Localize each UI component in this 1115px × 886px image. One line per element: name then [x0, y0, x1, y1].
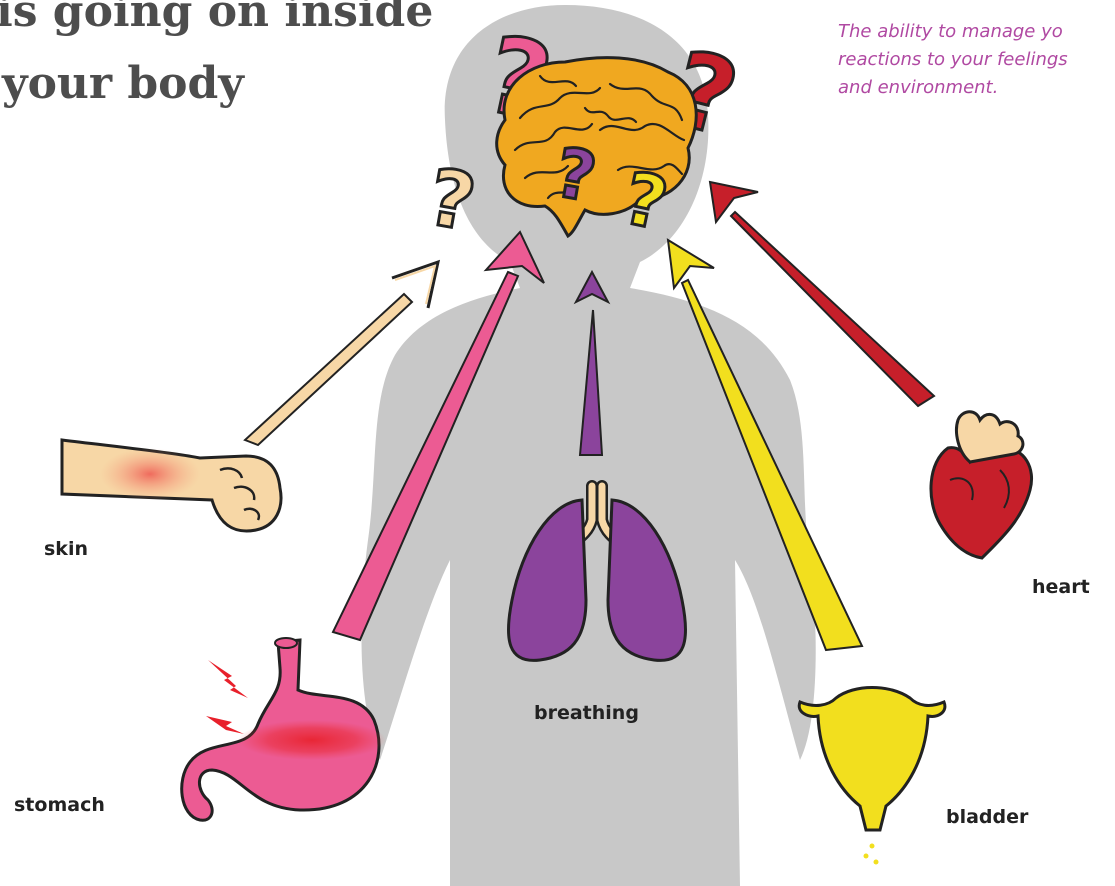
label-bladder: bladder	[946, 806, 1028, 828]
heart-icon	[931, 412, 1032, 558]
label-stomach: stomach	[14, 794, 105, 816]
question-mark-beige: ?	[422, 153, 482, 249]
label-heart: heart	[1032, 576, 1090, 598]
stomach-icon	[182, 638, 386, 820]
arm-skin-icon	[62, 440, 281, 531]
label-skin: skin	[44, 538, 88, 560]
svg-text:?: ?	[422, 153, 482, 249]
label-breathing: breathing	[534, 702, 639, 724]
bladder-icon	[799, 688, 945, 865]
